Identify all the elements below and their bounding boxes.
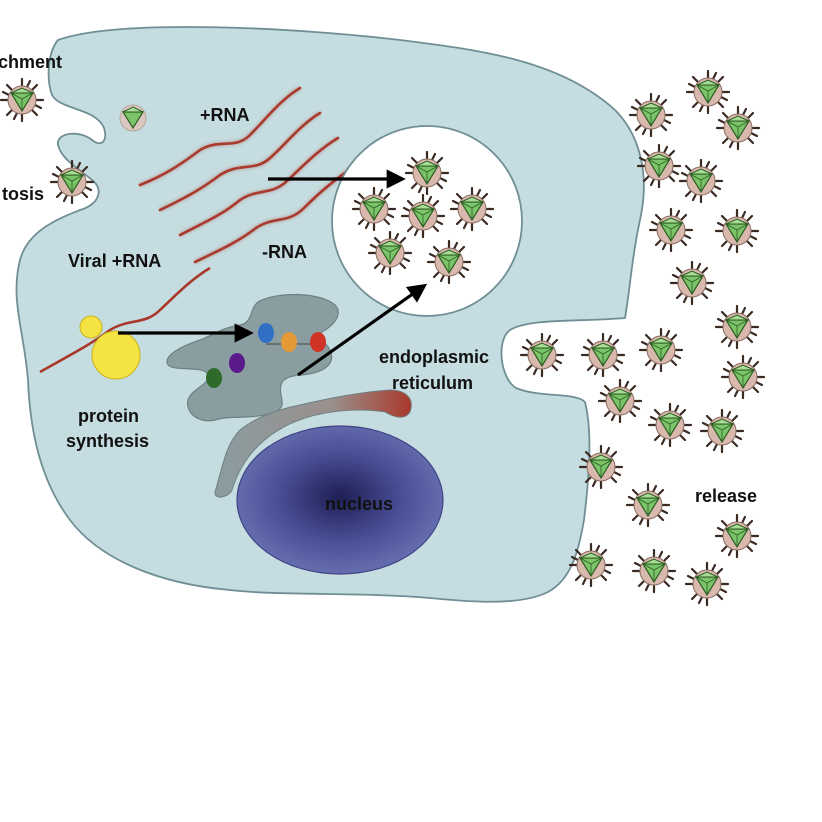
label-release: release (695, 486, 757, 506)
label-nucleus: nucleus (325, 494, 393, 514)
label-plus-rna: +RNA (200, 105, 250, 125)
attachment-virus (0, 77, 45, 123)
endocytosis-virus (49, 159, 95, 205)
label-viral-plus-rna: Viral +RNA (68, 251, 161, 271)
label-er-line2: reticulum (392, 373, 473, 393)
label-er-line1: endoplasmic (379, 347, 489, 367)
uncoated-virus (119, 104, 147, 132)
protein-blue (258, 323, 274, 343)
label-minus-rna: -RNA (262, 242, 307, 262)
viral-proteins (206, 323, 326, 388)
label-attachment: chment (0, 52, 62, 72)
label-protein-line2: synthesis (66, 431, 149, 451)
viral-rna-strand (39, 266, 211, 374)
ribosome (79, 315, 141, 380)
protein-green (206, 368, 222, 388)
label-endocytosis: tosis (2, 184, 44, 204)
protein-orange (281, 332, 297, 352)
arrow-er-to-vesicle (297, 283, 428, 377)
label-protein-line1: protein (78, 406, 139, 426)
protein-red (310, 332, 326, 352)
protein-purple (229, 353, 245, 373)
nucleus (236, 425, 444, 575)
flow-arrows (118, 169, 428, 377)
